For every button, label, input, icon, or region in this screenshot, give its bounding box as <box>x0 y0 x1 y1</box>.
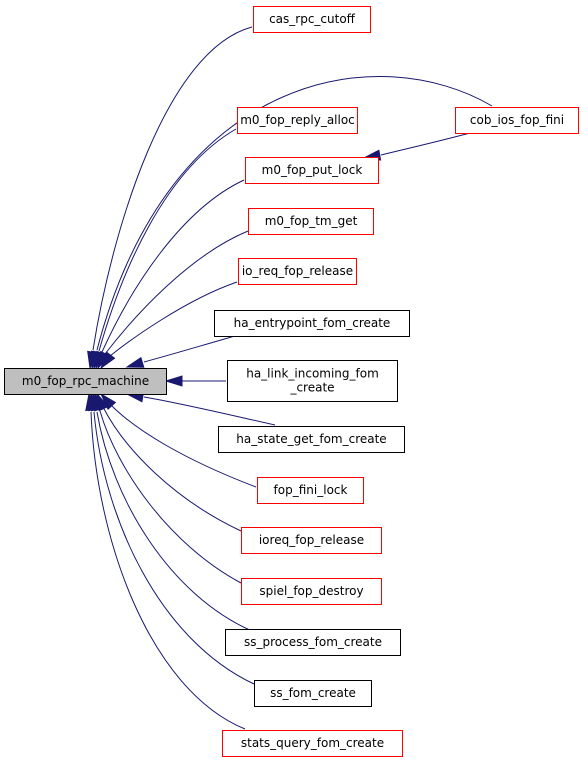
node-box <box>257 477 364 504</box>
edge-arrowhead <box>164 375 183 387</box>
node-box <box>218 426 405 453</box>
node-label: ha_link_incoming_fom <box>246 367 379 381</box>
node-spiel-fop-destroy[interactable]: spiel_fop_destroy <box>241 578 382 605</box>
node-label: cob_ios_fop_fini <box>470 113 564 127</box>
node-m0-fop-tm-get[interactable]: m0_fop_tm_get <box>248 208 374 235</box>
edge-io_req_fop_release-to-m0_fop_rpc_machine <box>99 281 238 370</box>
edge-cob_ios_fop_fini-to-m0_fop_put_lock <box>362 132 471 161</box>
node-box <box>241 527 382 554</box>
node-io-req-fop-release[interactable]: io_req_fop_release <box>238 258 357 285</box>
edge-line <box>96 76 493 351</box>
node-box <box>225 629 401 656</box>
node-box <box>214 310 410 337</box>
node-m0-fop-put-lock[interactable]: m0_fop_put_lock <box>245 157 379 184</box>
node-box <box>222 730 403 757</box>
node-ha-state-get-fom-create[interactable]: ha_state_get_fom_create <box>218 426 405 453</box>
node-label: m0_fop_tm_get <box>265 214 358 228</box>
graph-edges <box>85 26 493 730</box>
node-label: spiel_fop_destroy <box>259 584 363 598</box>
edge-line <box>109 281 238 357</box>
edge-arrowhead <box>85 392 97 412</box>
node-cas-rpc-cutoff[interactable]: cas_rpc_cutoff <box>253 6 371 33</box>
edge-line <box>143 335 236 363</box>
node-ss-fom-create[interactable]: ss_fom_create <box>254 680 372 707</box>
node-label: m0_fop_put_lock <box>262 163 363 177</box>
node-label: ha_entrypoint_fom_create <box>234 316 391 330</box>
edge-line <box>93 411 255 685</box>
edge-line <box>380 132 471 156</box>
node-label: ss_process_fom_create <box>244 635 382 649</box>
node-m0-fop-reply-alloc[interactable]: m0_fop_reply_alloc <box>237 107 358 134</box>
node-label: ioreq_fop_release <box>259 533 364 547</box>
edge-line <box>143 396 276 426</box>
node-label: cas_rpc_cutoff <box>269 12 356 26</box>
node-box <box>237 107 358 134</box>
node-label: stats_query_fom_create <box>241 736 384 750</box>
node-ioreq-fop-release[interactable]: ioreq_fop_release <box>241 527 382 554</box>
edge-line <box>101 179 245 353</box>
node-box <box>254 680 372 707</box>
node-label: io_req_fop_release <box>242 264 353 278</box>
node-box <box>245 157 379 184</box>
node-label: ss_fom_create <box>270 686 356 700</box>
node-box <box>248 208 374 235</box>
graph-nodes: m0_fop_rpc_machine cas_rpc_cutoff m0_fop_r… <box>4 6 579 757</box>
edge-line <box>99 410 242 584</box>
edge-spiel_fop_destroy-to-m0_fop_rpc_machine <box>94 392 242 584</box>
edge-ha_entrypoint_fom_create-to-m0_fop_rpc_machine <box>125 335 236 368</box>
edge-line <box>90 411 246 730</box>
node-m0-fop-rpc-machine: m0_fop_rpc_machine <box>4 368 167 395</box>
node-label: ha_state_get_fom_create <box>236 432 386 446</box>
node-label: _create <box>289 381 334 395</box>
node-box <box>253 6 371 33</box>
edge-ioreq_fop_release-to-m0_fop_rpc_machine <box>96 392 242 532</box>
node-box <box>238 258 357 285</box>
edge-line <box>92 26 253 351</box>
edge-stats_query_fom_create-to-m0_fop_rpc_machine <box>85 392 246 730</box>
node-stats-query-fom-create[interactable]: stats_query_fom_create <box>222 730 403 757</box>
edge-line <box>98 128 237 352</box>
node-label: fop_fini_lock <box>274 483 348 497</box>
node-label: m0_fop_reply_alloc <box>240 113 355 127</box>
node-ha-link-incoming-fom-create[interactable]: ha_link_incoming_fom_create <box>227 360 398 402</box>
edge-line <box>102 406 242 532</box>
node-label: m0_fop_rpc_machine <box>22 374 149 388</box>
node-box <box>241 578 382 605</box>
node-box <box>455 107 579 134</box>
edge-arrowhead <box>125 356 145 368</box>
edge-line <box>109 403 257 488</box>
edge-ha_link_incoming_fom_create-to-m0_fop_rpc_machine <box>164 375 226 387</box>
node-fop-fini-lock[interactable]: fop_fini_lock <box>257 477 364 504</box>
node-ss-process-fom-create[interactable]: ss_process_fom_create <box>225 629 401 656</box>
node-ha-entrypoint-fom-create[interactable]: ha_entrypoint_fom_create <box>214 310 410 337</box>
edge-arrowhead <box>99 351 116 370</box>
edge-line <box>96 411 253 632</box>
edge-line <box>104 230 249 355</box>
node-cob-ios-fop-fini[interactable]: cob_ios_fop_fini <box>455 107 579 134</box>
node-box <box>4 368 167 395</box>
node-box <box>227 360 398 402</box>
